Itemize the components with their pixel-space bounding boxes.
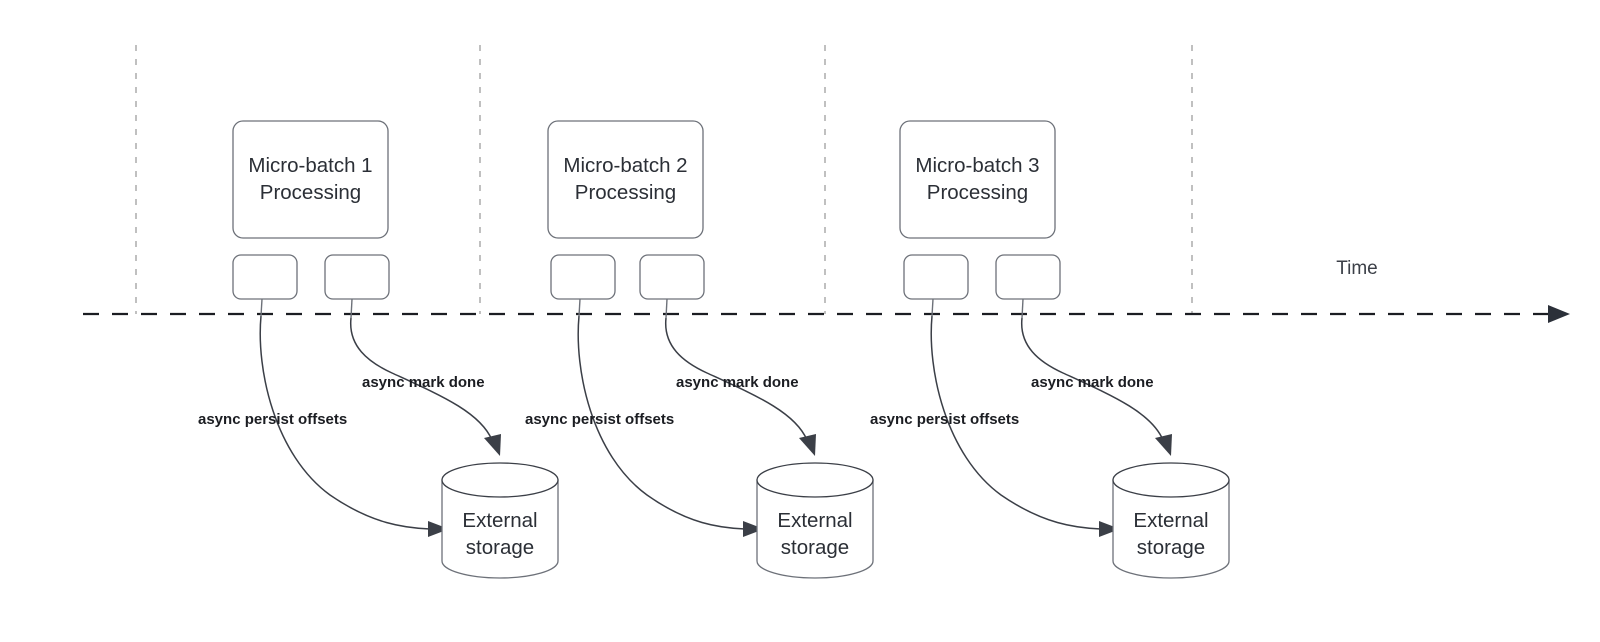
external-storage-top-3 xyxy=(1112,462,1230,498)
connector-mark-done-1 xyxy=(350,317,493,441)
arrow-head-persist-1 xyxy=(428,521,449,537)
connector-persist-offsets-3 xyxy=(930,315,1102,530)
micro-batch-label-2-line1: Micro-batch 2 xyxy=(563,154,687,177)
external-storage-label-2-line2: storage xyxy=(781,536,849,559)
task-box-2a[interactable] xyxy=(550,254,616,300)
connector-stub-1b xyxy=(350,298,353,319)
mark-done-label-2: async mark done xyxy=(676,374,799,391)
micro-batch-label-2-line2: Processing xyxy=(575,181,676,204)
connector-persist-offsets-1 xyxy=(259,315,431,530)
external-storage-2[interactable]: External storage xyxy=(756,462,874,579)
timeline-label: Time xyxy=(1336,258,1378,279)
external-storage-label-1-line1: External xyxy=(462,509,537,532)
persist-offsets-label-1: async persist offsets xyxy=(198,411,347,428)
arrow-head-mark-done-3 xyxy=(1155,434,1172,456)
connector-stub-3b xyxy=(1021,298,1024,319)
persist-offsets-label-2: async persist offsets xyxy=(525,411,674,428)
external-storage-body-2 xyxy=(756,479,874,579)
micro-batch-label-3-line1: Micro-batch 3 xyxy=(915,154,1039,177)
timeline-arrow-icon xyxy=(1548,305,1570,323)
connector-mark-done-2 xyxy=(665,317,808,441)
mark-done-label-1: async mark done xyxy=(362,374,485,391)
external-storage-3[interactable]: External storage xyxy=(1112,462,1230,579)
external-storage-top-1 xyxy=(441,462,559,498)
micro-batch-label-1-line2: Processing xyxy=(260,181,361,204)
timeline-axis: Time xyxy=(83,258,1570,323)
task-box-3b[interactable] xyxy=(995,254,1061,300)
external-storage-1[interactable]: External storage xyxy=(441,462,559,579)
connector-stub-2a xyxy=(578,298,581,317)
connector-stub-3a xyxy=(931,298,934,317)
external-storage-top-2 xyxy=(756,462,874,498)
task-box-2b[interactable] xyxy=(639,254,705,300)
micro-batch-box-1[interactable] xyxy=(232,120,389,239)
external-storage-body-3 xyxy=(1112,479,1230,579)
micro-batch-label-3-line2: Processing xyxy=(927,181,1028,204)
external-storage-label-3-line2: storage xyxy=(1137,536,1205,559)
micro-batch-box-2[interactable] xyxy=(547,120,704,239)
external-storage-label-1-line2: storage xyxy=(466,536,534,559)
group-2: Micro-batch 2 Processing async persist o… xyxy=(525,120,874,579)
separator-group xyxy=(135,45,1193,314)
connector-stub-1a xyxy=(260,298,263,317)
task-box-1b[interactable] xyxy=(324,254,390,300)
connector-stub-2b xyxy=(665,298,668,319)
persist-offsets-label-3: async persist offsets xyxy=(870,411,1019,428)
arrow-head-persist-2 xyxy=(743,521,764,537)
group-1: Micro-batch 1 Processing async persist o… xyxy=(198,120,559,579)
arrow-head-mark-done-2 xyxy=(799,434,816,456)
external-storage-label-3-line1: External xyxy=(1133,509,1208,532)
task-box-1a[interactable] xyxy=(232,254,298,300)
group-3: Micro-batch 3 Processing async persist o… xyxy=(870,120,1230,579)
arrow-head-persist-3 xyxy=(1099,521,1120,537)
task-box-3a[interactable] xyxy=(903,254,969,300)
arrow-head-mark-done-1 xyxy=(484,434,501,456)
mark-done-label-3: async mark done xyxy=(1031,374,1154,391)
micro-batch-label-1-line1: Micro-batch 1 xyxy=(248,154,372,177)
external-storage-label-2-line1: External xyxy=(777,509,852,532)
connector-persist-offsets-2 xyxy=(577,315,746,530)
connector-mark-done-3 xyxy=(1021,317,1164,441)
external-storage-body-1 xyxy=(441,479,559,579)
micro-batch-box-3[interactable] xyxy=(899,120,1056,239)
